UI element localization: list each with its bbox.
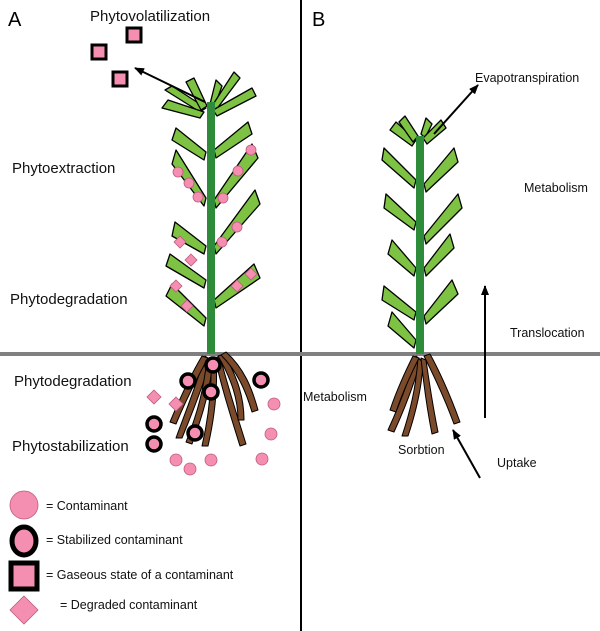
leaf (423, 193, 463, 245)
label-metabolism-lower: Metabolism (303, 390, 367, 404)
contaminant-on-leaf (232, 165, 244, 177)
contaminant-on-leaf (183, 177, 195, 189)
plant-b (381, 115, 463, 437)
leaf (165, 253, 207, 289)
label-phytodegradation-lower: Phytodegradation (14, 373, 132, 390)
leaf (387, 311, 417, 349)
label-uptake: Uptake (497, 456, 537, 470)
stabilized-contaminant (145, 435, 163, 453)
degraded-on-leaf (173, 235, 187, 249)
leaf (423, 147, 459, 193)
leaf (381, 147, 417, 189)
degraded-on-leaf (230, 279, 244, 293)
legend-degraded-icon (9, 595, 39, 625)
stabilized-contaminant (145, 415, 163, 433)
root (217, 353, 245, 421)
legend-label: = Stabilized contaminant (46, 533, 183, 547)
root (423, 353, 461, 425)
uptake-arrow (452, 429, 481, 479)
root (185, 357, 214, 445)
leaf (171, 221, 207, 255)
root (214, 355, 247, 447)
degraded-on-leaf (180, 299, 194, 313)
leaf (423, 279, 459, 325)
legend-item-contaminant: = Contaminant (9, 490, 128, 520)
leaf (381, 285, 417, 321)
soil-contaminant (267, 397, 281, 411)
label-metabolism-upper: Metabolism (524, 181, 588, 195)
leaf (185, 77, 208, 111)
volatilization-arrow (134, 67, 206, 103)
leaf (161, 99, 205, 119)
soil-contaminant (169, 453, 183, 467)
contaminant-on-leaf (217, 192, 229, 204)
degraded-contaminant (146, 389, 162, 405)
stabilized-contaminant (179, 372, 197, 390)
root (220, 351, 259, 413)
legend-stabilized-icon (9, 524, 39, 558)
legend-item-gaseous: = Gaseous state of a contaminant (8, 560, 234, 592)
legend-label: = Degraded contaminant (60, 598, 198, 612)
leaf (171, 127, 207, 161)
leaf (383, 193, 417, 231)
gaseous-contaminant (125, 26, 143, 44)
label-phytovolatilization: Phytovolatilization (90, 8, 210, 25)
leaf (212, 87, 257, 117)
degraded-on-leaf (169, 279, 183, 293)
stem (416, 136, 424, 354)
legend-label: = Contaminant (46, 499, 128, 513)
stem (207, 102, 215, 354)
legend-gaseous-icon (8, 560, 40, 592)
leaf (387, 239, 417, 277)
contaminant-on-leaf (231, 221, 243, 233)
legend: = Contaminant = Stabilized contaminant =… (8, 490, 234, 625)
contaminant-on-leaf (192, 191, 204, 203)
stabilized-contaminant (202, 383, 220, 401)
leaf (213, 121, 253, 159)
label-phytodegradation-upper: Phytodegradation (10, 291, 128, 308)
label-sorbtion: Sorbtion (398, 443, 445, 457)
degraded-on-leaf (184, 253, 198, 267)
panel-a-letter: A (8, 9, 22, 31)
stabilized-contaminant (186, 424, 204, 442)
leaf (423, 233, 455, 277)
legend-item-degraded: = Degraded contaminant (9, 595, 198, 625)
label-phytoextraction: Phytoextraction (12, 160, 115, 177)
soil-contaminant (204, 453, 218, 467)
root (389, 355, 420, 413)
contaminant-on-leaf (245, 144, 257, 156)
degraded-on-leaf (244, 267, 258, 281)
leaf (398, 115, 419, 143)
gaseous-contaminant (90, 43, 108, 61)
soil-contaminant (255, 452, 269, 466)
degraded-contaminant (168, 396, 184, 412)
legend-contaminant-icon (9, 490, 39, 520)
evapotranspiration-arrow (433, 84, 479, 135)
panel-b-letter: B (312, 9, 325, 31)
legend-label: = Gaseous state of a contaminant (46, 568, 234, 582)
stabilized-contaminant (252, 371, 270, 389)
label-evapotranspiration: Evapotranspiration (475, 71, 579, 85)
stabilized-contaminant (204, 356, 222, 374)
gaseous-contaminant (111, 70, 129, 88)
root (401, 357, 424, 437)
soil-contaminant (264, 427, 278, 441)
soil-contaminant (183, 462, 197, 476)
contaminant-on-leaf (172, 166, 184, 178)
label-translocation: Translocation (510, 326, 585, 340)
legend-item-stabilized: = Stabilized contaminant (9, 524, 183, 558)
contaminant-on-leaf (216, 236, 228, 248)
label-phytostabilization: Phytostabilization (12, 438, 129, 455)
root (420, 357, 439, 435)
